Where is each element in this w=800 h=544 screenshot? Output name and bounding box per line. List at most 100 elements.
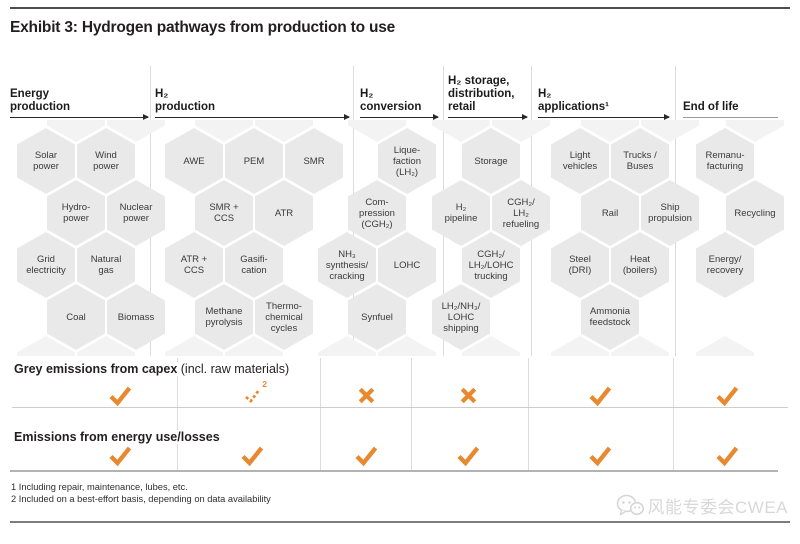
stage-header-h2-applications: H₂ applications¹ bbox=[538, 88, 609, 113]
hex-label: Light vehicles bbox=[562, 150, 598, 172]
hex-label: Gasifi- cation bbox=[240, 254, 268, 276]
mark-check-emissions-energy-use-h2-production bbox=[238, 442, 266, 468]
hex-label: H₂ pipeline bbox=[444, 202, 478, 224]
stage-line-end-of-life bbox=[683, 117, 778, 118]
stage-header-h2-conversion: H₂ conversion bbox=[360, 88, 422, 113]
hex-label: Wind power bbox=[93, 150, 119, 172]
hex-synfuel: Synfuel bbox=[348, 284, 406, 350]
hex-label: ATR bbox=[274, 207, 294, 219]
hex-label: Lique- faction (LH₂) bbox=[393, 144, 421, 178]
page-title: Exhibit 3: Hydrogen pathways from produc… bbox=[10, 19, 396, 36]
row-separator bbox=[10, 470, 778, 472]
hex-solar-power: Solar power bbox=[17, 128, 75, 194]
hex-lique-faction-lh: Lique- faction (LH₂) bbox=[378, 128, 436, 194]
mark-check-grey-emissions-capex-h2-applications bbox=[586, 382, 614, 408]
hex-natural-gas: Natural gas bbox=[77, 232, 135, 298]
stage-header-energy-production: Energy production bbox=[10, 88, 71, 113]
mark-check-emissions-energy-use-energy-production bbox=[106, 442, 134, 468]
stage-header-h2-storage-distribution-retail: H₂ storage, distribution, retail bbox=[448, 75, 515, 113]
mark-check-emissions-energy-use-h2-conversion bbox=[352, 442, 380, 468]
mark-cross-grey-emissions-capex-h2-storage-distribution-retail bbox=[454, 382, 482, 408]
hex-smr: SMR bbox=[285, 128, 343, 194]
hex-grid-electricity: Grid electricity bbox=[17, 232, 75, 298]
hex-label: Synfuel bbox=[361, 311, 393, 323]
hex-label: ATR + CCS bbox=[180, 254, 208, 276]
mark-check-emissions-energy-use-end-of-life bbox=[713, 442, 741, 468]
hex-nh-synthesis-cracking: NH₃ synthesis/ cracking bbox=[318, 232, 376, 298]
bottom-rule bbox=[10, 521, 790, 523]
mark-cross-grey-emissions-capex-h2-conversion bbox=[352, 382, 380, 408]
hex-gasifi-cation: Gasifi- cation bbox=[225, 232, 283, 298]
hex-label: Steel (DRI) bbox=[568, 254, 592, 276]
hex-methane-pyrolysis: Methane pyrolysis bbox=[195, 284, 253, 350]
mark-check-emissions-energy-use-h2-applications bbox=[586, 442, 614, 468]
hex-pem: PEM bbox=[225, 128, 283, 194]
hex-energy-recovery: Energy/ recovery bbox=[696, 232, 754, 298]
mark-check-emissions-energy-use-h2-storage-distribution-retail bbox=[454, 442, 482, 468]
hex-label: AWE bbox=[183, 155, 205, 167]
hex-remanu-facturing: Remanu- facturing bbox=[696, 128, 754, 194]
hex-label: Biomass bbox=[117, 311, 155, 323]
hex-label: NH₃ synthesis/ cracking bbox=[325, 248, 369, 282]
hex-ship-propulsion: Ship propulsion bbox=[641, 180, 699, 246]
footnote-2: 2 Included on a best-effort basis, depen… bbox=[11, 494, 271, 504]
hex-label: LOHC bbox=[393, 259, 421, 271]
row-separator bbox=[12, 407, 788, 408]
hex-label: Trucks / Buses bbox=[623, 150, 657, 172]
hex-heat-boilers: Heat (boilers) bbox=[611, 232, 669, 298]
hex-light-vehicles: Light vehicles bbox=[551, 128, 609, 194]
hex-label: PEM bbox=[243, 155, 265, 167]
hex-thermo-chemical-cycles: Thermo- chemical cycles bbox=[255, 284, 313, 350]
hex-rail: Rail bbox=[581, 180, 639, 246]
stage-arrow-energy-production bbox=[10, 113, 149, 120]
hex-label: Natural gas bbox=[90, 254, 122, 276]
stage-arrow-h2-conversion bbox=[360, 113, 439, 120]
column-divider bbox=[320, 358, 321, 470]
hex-lohc: LOHC bbox=[378, 232, 436, 298]
hex-h-pipeline: H₂ pipeline bbox=[432, 180, 490, 246]
hex-label: Hydro- power bbox=[61, 202, 91, 224]
hex-label: CGH₂/ LH₂/LOHC trucking bbox=[468, 248, 514, 282]
hex-label: Rail bbox=[601, 207, 619, 219]
hex-wind-power: Wind power bbox=[77, 128, 135, 194]
hex-label: Remanu- facturing bbox=[705, 150, 745, 172]
hex-atr-ccs: ATR + CCS bbox=[165, 232, 223, 298]
wechat-icon bbox=[616, 494, 644, 516]
hex-label: Coal bbox=[66, 311, 86, 323]
footnote-1: 1 Including repair, maintenance, lubes, … bbox=[11, 482, 188, 492]
top-rule bbox=[10, 7, 790, 9]
footnote-ref: 2 bbox=[262, 379, 267, 389]
hex-coal: Coal bbox=[47, 284, 105, 350]
hex-smr-ccs: SMR + CCS bbox=[195, 180, 253, 246]
hex-label: Solar power bbox=[33, 150, 59, 172]
hex-label: Grid electricity bbox=[26, 254, 66, 276]
hex-label: CGH₂/ LH₂ refueling bbox=[502, 196, 540, 230]
watermark: 风能专委会CWEA bbox=[616, 493, 789, 518]
hex-label: Heat (boilers) bbox=[622, 254, 658, 276]
hex-label: Storage bbox=[474, 155, 508, 167]
hex-steel-dri: Steel (DRI) bbox=[551, 232, 609, 298]
hex-nuclear-power: Nuclear power bbox=[107, 180, 165, 246]
hex-recycling: Recycling bbox=[726, 180, 784, 246]
row-label-grey-emissions: Grey emissions from capex (incl. raw mat… bbox=[14, 362, 293, 376]
hex-atr: ATR bbox=[255, 180, 313, 246]
hex-cgh-lh-refueling: CGH₂/ LH₂ refueling bbox=[492, 180, 550, 246]
hex-biomass: Biomass bbox=[107, 284, 165, 350]
hex-label: Thermo- chemical cycles bbox=[265, 300, 303, 334]
hex-awe: AWE bbox=[165, 128, 223, 194]
hex-label: SMR + CCS bbox=[209, 202, 239, 224]
hex-label: Ship propulsion bbox=[648, 202, 692, 224]
hex-storage: Storage bbox=[462, 128, 520, 194]
hex-ghost bbox=[696, 336, 754, 356]
hex-lh-nh-lohc-shipping: LH₂/NH₃/ LOHC shipping bbox=[432, 284, 490, 350]
row-label-bold: Grey emissions from capex bbox=[14, 362, 178, 376]
hex-label: SMR bbox=[303, 155, 325, 167]
hex-label: Ammonia feedstock bbox=[589, 306, 631, 328]
column-divider bbox=[177, 358, 178, 470]
hex-com-pression-cgh: Com- pression (CGH₂) bbox=[348, 180, 406, 246]
mark-check-grey-emissions-capex-energy-production bbox=[106, 382, 134, 408]
row-label-energy-emissions: Emissions from energy use/losses bbox=[14, 430, 223, 444]
stage-arrow-h2-production bbox=[155, 113, 350, 120]
hex-label: Methane pyrolysis bbox=[205, 306, 243, 328]
stage-header-h2-production: H₂ production bbox=[155, 88, 216, 113]
